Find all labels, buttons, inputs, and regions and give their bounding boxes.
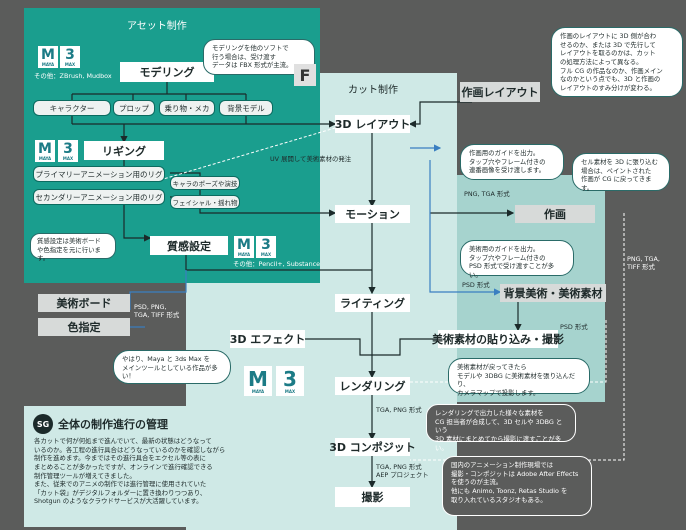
layout-info-bubble: 作画のレイアウトに 3D 側が合わ せるのか、または 3D で先行して レイアウ… bbox=[551, 27, 683, 97]
cel-info-bubble: セル素材を 3D に張り込む 場合は、ペイントされた 作画が CG に戻ってきま… bbox=[572, 153, 670, 192]
background-model-box: 背景モデル bbox=[219, 100, 273, 116]
psd-format-label: PSD 形式 bbox=[462, 281, 490, 289]
max-letter: 3 bbox=[63, 140, 73, 157]
3dsmax-logo-large: 3 MAX bbox=[276, 366, 304, 396]
effect-box: 3D エフェクト bbox=[230, 330, 305, 348]
asset-zone-title: アセット制作 bbox=[127, 21, 187, 32]
tga-png-label: TGA, PNG 形式 bbox=[376, 406, 422, 414]
maya-logo: M MAYA bbox=[38, 46, 58, 68]
primary-rig-box: プライマリーアニメーション用のリグ bbox=[33, 166, 165, 182]
sakuga-box: 作画 bbox=[515, 205, 595, 223]
rendering-box: レンダリング bbox=[335, 377, 410, 395]
shooting-box: 撮影 bbox=[335, 487, 410, 507]
max-name: MAX bbox=[260, 251, 272, 257]
max-letter: 3 bbox=[65, 46, 75, 63]
maya-letter: M bbox=[237, 236, 251, 253]
color-spec-box: 色指定 bbox=[38, 318, 130, 336]
rigging-box: リギング bbox=[84, 141, 164, 160]
maya-logo-large: M MAYA bbox=[244, 366, 272, 396]
management-panel bbox=[24, 406, 321, 527]
tga-png-aep-label: TGA, PNG 形式 AEP プロジェクト bbox=[376, 463, 429, 480]
render-output-bubble: レンダリングで出力した様々な素材を CG 担当者が合成して、3D セルや 3DB… bbox=[426, 404, 576, 452]
modeling-other-tools: その他：ZBrush, Mudbox bbox=[34, 72, 112, 80]
psd-png-tga-label: PSD, PNG, TGA, TIFF 形式 bbox=[134, 303, 180, 320]
facial-box: フェイシャル・揺れ物 bbox=[170, 195, 240, 209]
sg-badge: SG bbox=[33, 414, 53, 434]
composite-box: 3D コンポジット bbox=[329, 438, 416, 456]
png-tga-label: PNG, TGA 形式 bbox=[464, 190, 510, 198]
3dsmax-logo: 3 MAX bbox=[60, 46, 80, 68]
art-paste-box: 美術素材の貼り込み・撮影 bbox=[432, 330, 564, 348]
sakuga-layout-box: 作画レイアウト bbox=[460, 82, 540, 102]
prop-box: プロップ bbox=[113, 100, 155, 116]
modeling-box: モデリング bbox=[120, 62, 214, 82]
3dsmax-logo-texturing: 3 MAX bbox=[256, 236, 276, 258]
max-letter: 3 bbox=[283, 366, 297, 391]
layout-3d-box: 3D レイアウト bbox=[335, 115, 410, 133]
max-name: MAX bbox=[62, 155, 74, 161]
fbx-logo: F bbox=[294, 64, 316, 86]
max-name: MAX bbox=[284, 388, 296, 394]
composite-note-bubble: 国内のアニメーション制作現場では 撮影・コンポジットは Adobe After … bbox=[442, 456, 592, 516]
maya-name: MAYA bbox=[237, 251, 251, 257]
vehicle-box: 乗り物・メカ bbox=[159, 100, 215, 116]
max-letter: 3 bbox=[261, 236, 271, 253]
psd-format-label-2: PSD 形式 bbox=[560, 323, 588, 331]
texturing-box: 質感設定 bbox=[150, 236, 228, 255]
uv-note: UV 展開して美術素材の発注 bbox=[270, 155, 352, 163]
maya-name: MAYA bbox=[251, 388, 265, 394]
management-title: 全体の制作進行の管理 bbox=[58, 418, 168, 431]
3dsmax-logo-rigging: 3 MAX bbox=[58, 140, 78, 162]
maya-logo-rigging: M MAYA bbox=[35, 140, 55, 162]
texturing-other-tools: その他：Pencil+, Substance bbox=[233, 260, 321, 268]
sg-badge-text: SG bbox=[36, 419, 50, 429]
cut-zone-title: カット制作 bbox=[348, 85, 398, 96]
maya-name: MAYA bbox=[41, 61, 55, 67]
maya-main-bubble: やはり、Maya と 3ds Max を メインツールとしている作品が多い！ bbox=[113, 350, 231, 384]
lighting-box: ライティング bbox=[335, 294, 410, 312]
png-tga-tiff-label: PNG, TGA, TIFF 形式 bbox=[627, 255, 660, 272]
art-guide-bubble: 美術用のガイドを出力。 タップ穴やフレーム付きの PSD 形式で受け渡すことが多… bbox=[460, 240, 574, 279]
maya-letter: M bbox=[248, 366, 268, 391]
max-name: MAX bbox=[64, 61, 76, 67]
char-pose-box: キャラのポーズや演技 bbox=[170, 176, 240, 190]
secondary-rig-box: セカンダリーアニメーション用のリグ bbox=[33, 189, 165, 205]
maya-logo-texturing: M MAYA bbox=[234, 236, 254, 258]
maya-letter: M bbox=[41, 46, 55, 63]
character-box: キャラクター bbox=[33, 100, 111, 116]
motion-box: モーション bbox=[335, 205, 410, 223]
maya-letter: M bbox=[38, 140, 52, 157]
bg-art-box: 背景美術・美術素材 bbox=[500, 284, 606, 302]
art-board-box: 美術ボード bbox=[38, 294, 130, 312]
art-return-bubble: 美術素材が戻ってきたら モデルや 3DBG に美術素材を張り込んだり、 カメラマ… bbox=[448, 358, 590, 397]
maya-name: MAYA bbox=[38, 155, 52, 161]
texturing-note-bubble: 質感設定は美術ボード や色指定を元に行います。 bbox=[30, 233, 116, 262]
guide-output-bubble: 作画用のガイドを出力。 タップ穴やフレーム付きの 連番画像を受け渡します。 bbox=[460, 144, 564, 180]
management-body: 各カットで何が何処まで進んでいて、最新の状態はどうなって いるのか。各工程の進行… bbox=[34, 437, 226, 506]
